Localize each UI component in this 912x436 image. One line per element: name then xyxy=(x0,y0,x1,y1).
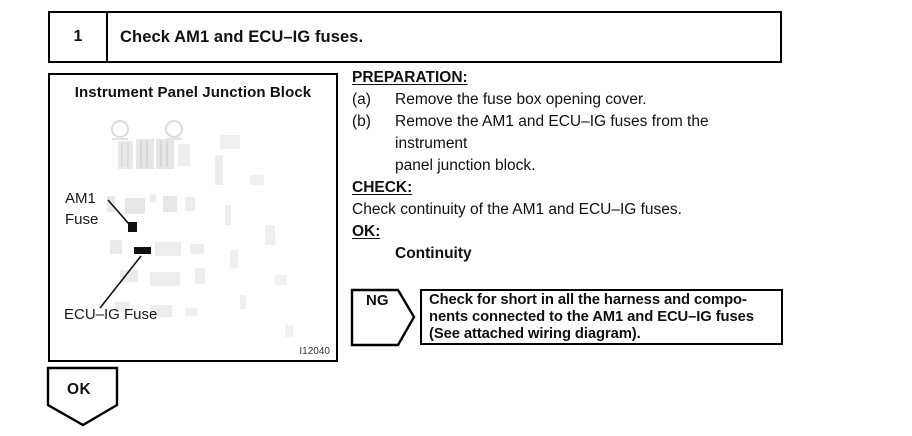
check-text: Check continuity of the AM1 and ECU–IG f… xyxy=(352,201,682,218)
figure-box: Instrument Panel Junction Block xyxy=(48,73,338,362)
ng-action-line3: (See attached wiring diagram). xyxy=(429,326,641,342)
preparation-heading: PREPARATION: xyxy=(352,69,468,86)
am1-fuse-label-line2: Fuse xyxy=(65,211,99,228)
step-number: 1 xyxy=(50,13,108,61)
step-a-text: Remove the fuse box opening cover. xyxy=(395,89,647,111)
instructions: PREPARATION: (a) Remove the fuse box ope… xyxy=(352,67,784,265)
ng-action-line2: nents connected to the AM1 and ECU–IG fu… xyxy=(429,309,754,325)
step-b-label: (b) xyxy=(352,113,371,130)
ok-arrow-shape xyxy=(46,366,119,427)
junction-block-illustration xyxy=(99,120,293,337)
am1-fuse-label-line1: AM1 xyxy=(65,190,96,207)
figure-title: Instrument Panel Junction Block xyxy=(74,84,312,101)
ng-branch-arrow: NG xyxy=(350,288,418,348)
step-b-text: Remove the AM1 and ECU–IG fuses from the… xyxy=(395,111,784,177)
step-title: Check AM1 and ECU–IG fuses. xyxy=(120,27,364,46)
step-b-text-line2: panel junction block. xyxy=(395,157,536,174)
ng-action-box: Check for short in all the harness and c… xyxy=(420,289,783,345)
ok-heading: OK: xyxy=(352,223,381,240)
ecu-ig-fuse-label: ECU–IG Fuse xyxy=(64,306,158,323)
preparation-step-a: (a) Remove the fuse box opening cover. xyxy=(352,89,784,111)
step-header: 1 Check AM1 and ECU–IG fuses. xyxy=(48,11,782,63)
step-a-label: (a) xyxy=(352,91,371,108)
ecu-ig-fuse-marker xyxy=(134,247,151,254)
preparation-step-b: (b) Remove the AM1 and ECU–IG fuses from… xyxy=(352,111,784,177)
check-heading: CHECK: xyxy=(352,179,413,196)
step-b-text-line1: Remove the AM1 and ECU–IG fuses from the… xyxy=(395,113,709,152)
ok-result: Continuity xyxy=(395,245,472,262)
ng-action-line1: Check for short in all the harness and c… xyxy=(429,292,747,308)
am1-fuse-marker xyxy=(128,222,137,232)
ok-label: OK xyxy=(67,381,92,398)
am1-fuse-label: AM1 Fuse xyxy=(65,188,98,230)
ng-arrow-shape xyxy=(350,288,416,347)
figure-id: I12040 xyxy=(299,346,330,357)
ng-label: NG xyxy=(366,292,389,309)
faint-artwork xyxy=(107,120,293,337)
step-a-text-line1: Remove the fuse box opening cover. xyxy=(395,91,647,108)
ok-branch-arrow: OK xyxy=(46,366,122,428)
ecu-ig-leader-line xyxy=(99,255,142,309)
am1-leader-line xyxy=(107,199,130,225)
